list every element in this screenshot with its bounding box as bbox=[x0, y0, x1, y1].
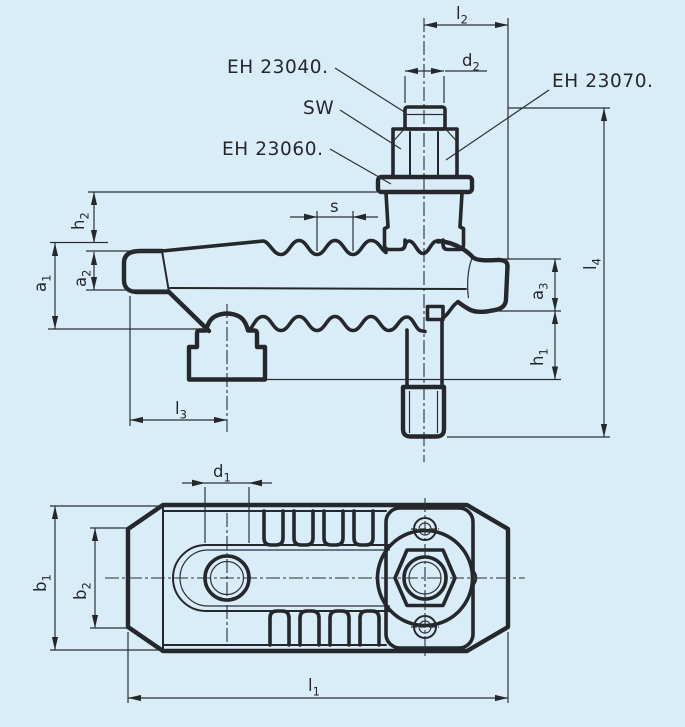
slot-outer-edge bbox=[172, 544, 391, 612]
dim-label-l1: l1 bbox=[308, 676, 320, 699]
boss-right-leg bbox=[441, 191, 466, 252]
dim-label-a1: a1 bbox=[31, 275, 54, 292]
dim-label-h2: h2 bbox=[69, 212, 92, 230]
dim-label-b2: b2 bbox=[71, 582, 94, 600]
dim-label-l2: l2 bbox=[456, 4, 468, 27]
serration-teeth-bottom bbox=[268, 609, 381, 647]
handle-top-serration bbox=[160, 238, 388, 257]
part-callouts: EH 23040. SW EH 23060. EH 23070. bbox=[222, 57, 654, 185]
handle-left-edge-line bbox=[161, 250, 170, 293]
boss-left-leg bbox=[382, 191, 407, 252]
plan-view bbox=[105, 498, 525, 658]
dim-label-s: s bbox=[330, 197, 339, 216]
dim-label-a3: a3 bbox=[528, 283, 551, 300]
side-view bbox=[121, 18, 510, 462]
handle-left-end bbox=[121, 248, 172, 295]
serration-teeth-top bbox=[262, 509, 375, 547]
hex-nut bbox=[391, 127, 459, 179]
handle-mid-edge bbox=[169, 287, 467, 290]
handle-underside-diagonal bbox=[166, 289, 212, 334]
screw-cap bbox=[403, 105, 447, 131]
stud-collar bbox=[425, 304, 445, 322]
dim-label-d2: d2 bbox=[462, 51, 480, 74]
part-label-eh23040: EH 23040. bbox=[227, 57, 329, 78]
nut-chamfer-left bbox=[393, 130, 404, 142]
handle-top-serration-mid bbox=[403, 239, 440, 256]
handle-right-end bbox=[435, 238, 510, 315]
clamp-foot bbox=[186, 311, 268, 382]
nut-chamfer-right bbox=[446, 130, 457, 142]
side-dimensions: l2 d2 s h2 a2 a1 a3 h1 l4 l3 bbox=[31, 4, 610, 438]
clamp-body-outline bbox=[125, 502, 511, 654]
handle-bottom-serration bbox=[246, 314, 427, 334]
dim-label-d1: d1 bbox=[213, 462, 231, 485]
handle-right-edge-line bbox=[467, 258, 473, 299]
threaded-end bbox=[400, 384, 447, 439]
handle-underside-curve bbox=[441, 300, 460, 320]
part-label-sw: SW bbox=[303, 98, 334, 119]
plan-dimensions: d1 b1 b2 l1 bbox=[31, 462, 509, 703]
dim-label-l3: l3 bbox=[175, 399, 187, 422]
part-label-eh23060: EH 23060. bbox=[222, 139, 324, 160]
washer-flange bbox=[375, 174, 475, 195]
dim-label-a2: a2 bbox=[71, 270, 94, 287]
dim-label-b1: b1 bbox=[31, 574, 54, 592]
dim-label-l4: l4 bbox=[581, 258, 604, 270]
dim-label-h1: h1 bbox=[528, 348, 551, 366]
part-label-eh23070: EH 23070. bbox=[552, 71, 654, 92]
